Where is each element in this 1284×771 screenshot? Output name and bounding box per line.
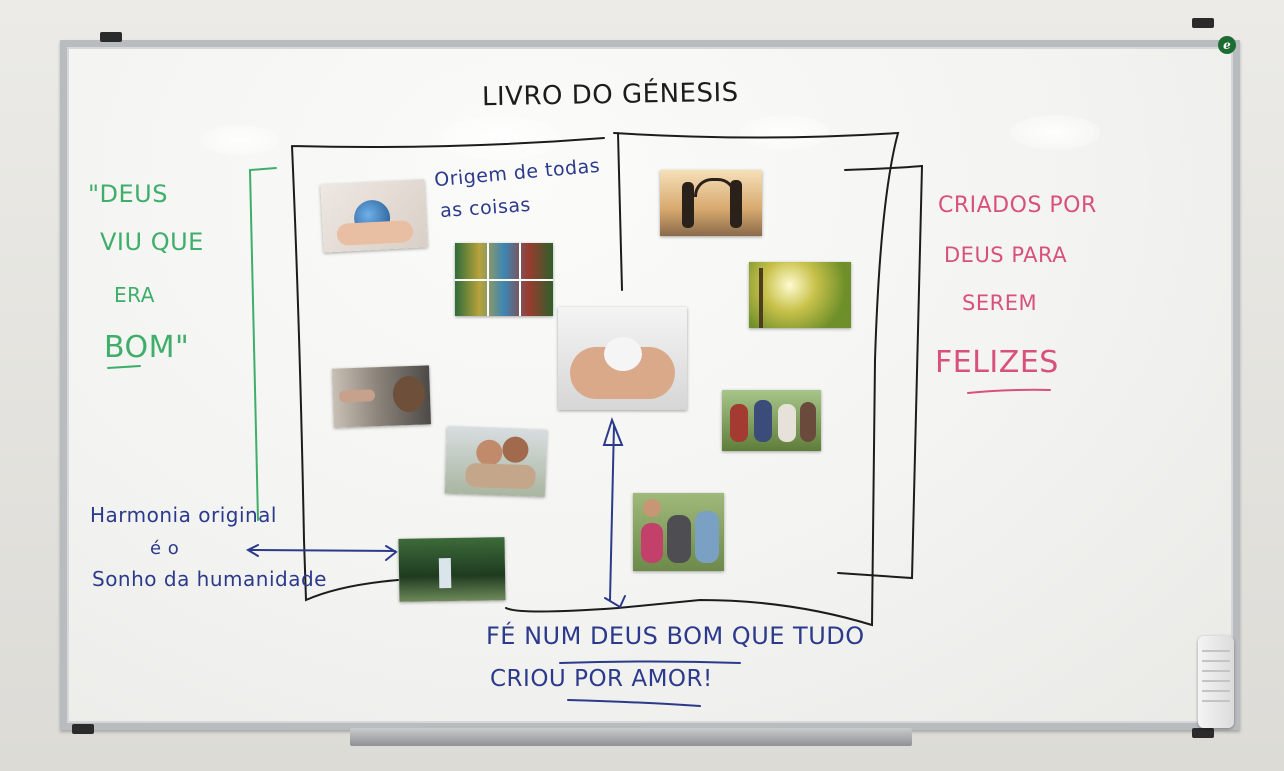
underline-amor [567,699,701,707]
glare [200,125,280,155]
quote-line-2: VIU QUE [100,228,204,256]
marker-tray [350,728,912,746]
photo-friends-group [722,390,821,451]
vertical-arrow [602,417,626,609]
photo-nature-collage [455,243,553,316]
eraser[interactable] [1198,636,1234,728]
book-outline [291,131,900,627]
underline-bom [107,365,141,369]
photo-couple-heart-silhouette [660,170,762,236]
right-note-line-1: CRIADOS POR [938,193,1097,218]
underline-nota [559,660,741,664]
underline-felizes [967,388,1051,394]
harmony-line-2: é o [150,538,180,559]
bottom-line-2: CRIOU POR AMOR! [490,666,713,692]
photo-heart-hands [558,307,687,410]
board-clip [72,724,94,734]
board-title: LIVRO DO GÉNESIS [481,77,739,113]
board-clip [1192,728,1214,738]
board-clip [1192,18,1214,28]
photo-creation-of-adam [332,365,431,428]
glare [1010,115,1100,150]
right-note-line-2: DEUS PARA [944,243,1068,267]
double-arrow [245,544,398,561]
quote-line-4: BOM" [104,330,190,365]
photo-garden [398,537,506,602]
quote-line-3: ERA [114,283,155,307]
green-bracket [248,167,277,521]
right-note-line-3: SEREM [962,291,1038,315]
glare [740,115,830,150]
book-right-page [837,164,924,580]
quote-line-1: "DEUS [88,180,168,208]
glare [440,115,560,160]
photo-sunlit-park [749,262,851,328]
photo-family [633,493,724,571]
board-clip [100,32,122,42]
right-note-line-4: FELIZES [935,345,1059,380]
bottom-line-1: FÉ NUM DEUS BOM QUE TUDO [486,622,865,650]
harmony-line-3: Sonho da humanidade [92,567,327,591]
photo-couple [444,426,548,497]
photo-earth-in-hands [320,179,428,253]
harmony-line-1: Harmonia original [90,503,277,527]
brand-badge: e [1218,36,1236,54]
